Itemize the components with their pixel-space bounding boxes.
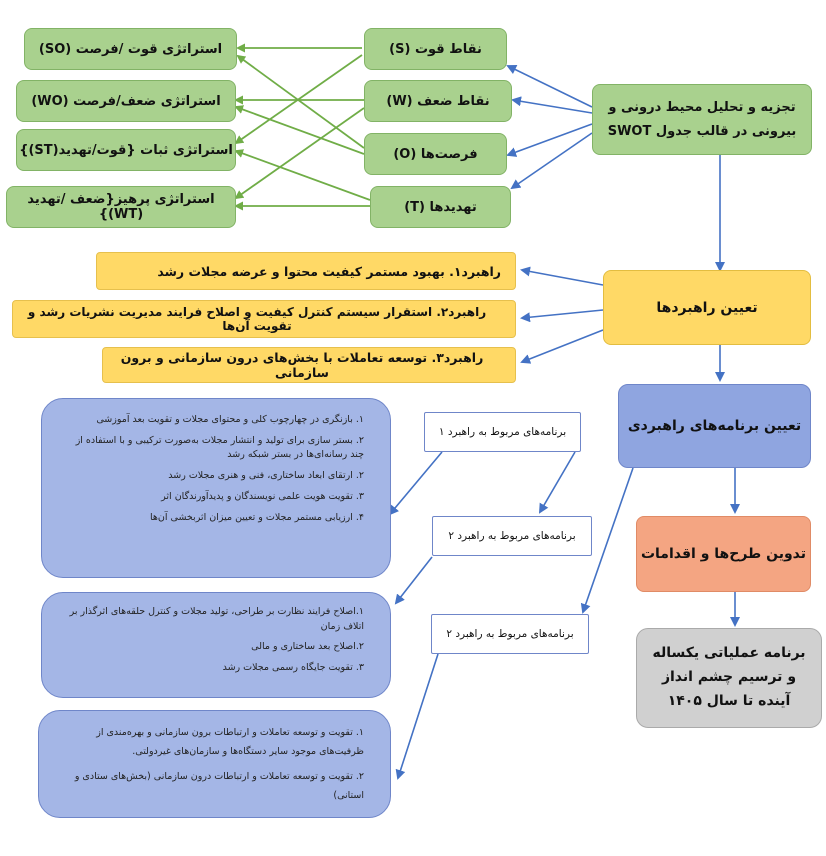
arrow-s-st — [234, 54, 363, 145]
strategy-1: راهبرد۱. بهبود مستمر کیفیت محتوا و عرضه … — [96, 252, 516, 290]
opportunities-box: فرصت‌ها (O) — [364, 133, 507, 175]
strategies-box: تعیین راهبردها — [603, 270, 811, 345]
program-label-1: برنامه‌های مربوط به راهبرد ۱ — [424, 412, 581, 452]
arrow-strategies-s2 — [520, 309, 604, 323]
program-list-3-item: ۱. تقویت و توسعه تعاملات و ارتباطات برون… — [96, 727, 364, 757]
program-label-3-text: برنامه‌های مربوط به راهبرد ۲ — [446, 628, 574, 640]
arrow-label1-label2 — [538, 451, 576, 514]
arrow-analysis-s — [506, 65, 593, 108]
program-list-2-item: ۱.اصلاح فرایند نظارت بر طراحی، تولید مجل… — [69, 606, 364, 632]
arrow-t-st — [234, 149, 371, 201]
arrow-w-wt — [234, 107, 365, 200]
strengths-box: نقاط قوت (S) — [364, 28, 507, 70]
program-label-2-text: برنامه‌های مربوط به راهبرد ۲ — [448, 530, 576, 542]
strategy-2-text: راهبرد۲. استقرار سیستم کنترل کیفیت و اصل… — [27, 305, 487, 333]
program-label-2: برنامه‌های مربوط به راهبرد ۲ — [432, 516, 592, 556]
st-strategy-box: استراتژی ثبات {قوت/تهدید(ST)} — [16, 129, 236, 171]
strategy-3-text: راهبرد۳. توسعه تعاملات با بخش‌های درون س… — [120, 350, 484, 380]
program-list-2: ۱.اصلاح فرایند نظارت بر طراحی، تولید مجل… — [41, 592, 391, 698]
arrow-analysis-t — [510, 132, 593, 190]
strategies-title: تعیین راهبردها — [656, 299, 758, 316]
opportunities-label: فرصت‌ها (O) — [393, 146, 478, 162]
wt-strategy-label: استراتژی پرهیز{ضعف /تهدید (WT)} — [27, 192, 215, 222]
arrow-analysis-o — [506, 123, 593, 157]
plans-box: تدوین طرح‌ها و اقدامات — [636, 516, 811, 592]
program-list-2-item: ۲.اصلاح بعد ساختاری و مالی — [251, 641, 364, 653]
program-label-3: برنامه‌های مربوط به راهبرد ۲ — [431, 614, 589, 654]
weaknesses-label: نقاط ضعف (W) — [386, 93, 490, 109]
wo-strategy-box: استراتژی ضعف/فرصت (WO) — [16, 80, 236, 122]
wt-strategy-box: استراتژی پرهیز{ضعف /تهدید (WT)} — [6, 186, 236, 228]
program-list-1: ۱. بازنگری در چهارچوب کلی و محتوای مجلات… — [41, 398, 391, 578]
so-strategy-box: استراتژی قوت /فرصت (SO) — [24, 28, 237, 70]
program-list-2-item: ۳. تقویت جایگاه رسمی مجلات رشد — [222, 662, 364, 674]
arrow-analysis-w — [511, 96, 593, 114]
program-list-1-item: ۲. بستر سازی برای تولید و انتشار مجلات ب… — [75, 434, 364, 461]
arrow-o-so — [236, 54, 365, 149]
swot-analysis-box: تجزیه و تحلیل محیط درونی و بیرونی در قال… — [592, 84, 812, 155]
threats-box: تهدیدها (T) — [370, 186, 511, 228]
operational-title: برنامه عملیاتی یکساله و ترسیم چشم انداز … — [652, 645, 806, 709]
swot-analysis-text: تجزیه و تحلیل محیط درونی و بیرونی در قال… — [607, 100, 797, 139]
st-strategy-label: استراتژی ثبات {قوت/تهدید(ST)} — [19, 142, 233, 158]
arrow-label1-list1 — [388, 451, 443, 516]
plans-title: تدوین طرح‌ها و اقدامات — [640, 546, 807, 562]
arrow-strategies-s1 — [520, 266, 604, 286]
weaknesses-box: نقاط ضعف (W) — [364, 80, 512, 122]
program-list-3: ۱. تقویت و توسعه تعاملات و ارتباطات برون… — [38, 710, 391, 818]
programs-title: تعیین برنامه‌های راهبردی — [627, 418, 802, 434]
program-list-1-item: ۲. ارتقای ابعاد ساختاری، فنی و هنری مجلا… — [168, 470, 364, 482]
arrow-o-wo — [234, 105, 365, 155]
program-label-1-text: برنامه‌های مربوط به راهبرد ۱ — [438, 426, 567, 438]
strengths-label: نقاط قوت (S) — [389, 41, 482, 57]
arrow-label3-list3 — [395, 653, 439, 780]
arrow-strategies-s3 — [520, 329, 604, 364]
strategy-1-text: راهبرد۱. بهبود مستمر کیفیت محتوا و عرضه … — [157, 263, 501, 279]
wo-strategy-label: استراتژی ضعف/فرصت (WO) — [31, 93, 221, 109]
program-list-3-item: ۲. تقویت و توسعه تعاملات و ارتباطات درون… — [74, 771, 364, 801]
so-strategy-label: استراتژی قوت /فرصت (SO) — [38, 41, 223, 57]
strategy-3: راهبرد۳. توسعه تعاملات با بخش‌های درون س… — [102, 347, 516, 383]
programs-box: تعیین برنامه‌های راهبردی — [618, 384, 811, 468]
threats-label: تهدیدها (T) — [404, 199, 477, 215]
strategy-2: راهبرد۲. استقرار سیستم کنترل کیفیت و اصل… — [12, 300, 516, 338]
arrow-label2-list2 — [394, 556, 433, 605]
operational-box: برنامه عملیاتی یکساله و ترسیم چشم انداز … — [636, 628, 822, 728]
program-list-1-item: ۴. ارزیابی مستمر مجلات و تعیین میزان اثر… — [149, 511, 364, 523]
program-list-1-item: ۱. بازنگری در چهارچوب کلی و محتوای مجلات… — [96, 414, 364, 425]
program-list-1-item: ۳. تقویت هویت علمی نویسندگان و پدیدآورند… — [161, 490, 364, 502]
arrow-programs-label3 — [580, 467, 634, 614]
